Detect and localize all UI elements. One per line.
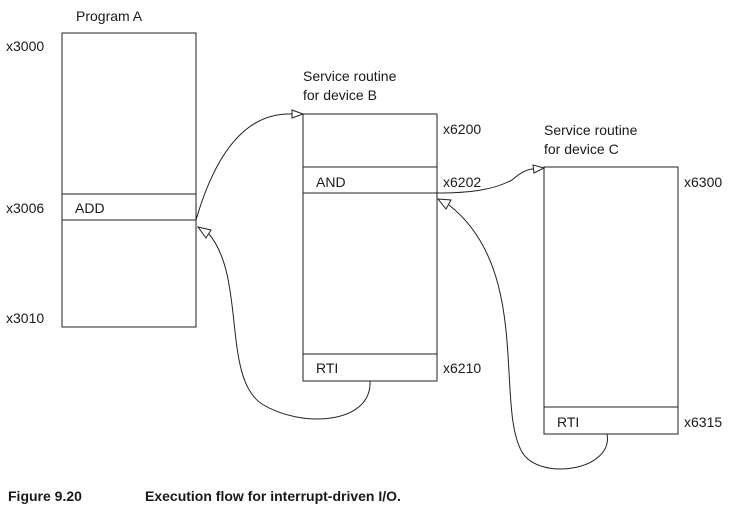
routine-b-instr: AND — [316, 174, 346, 190]
routine-c-addr-rti: x6315 — [684, 414, 722, 430]
routine-c-title-2: for device C — [544, 141, 619, 157]
routine-b-block: Service routine for device B AND RTI x62… — [302, 68, 481, 382]
program-a-addr-start: x3000 — [6, 38, 44, 54]
program-a-title: Program A — [76, 8, 143, 24]
routine-b-title-1: Service routine — [303, 68, 397, 84]
routine-b-rti: RTI — [316, 360, 338, 376]
routine-c-block: Service routine for device C RTI x6300 x… — [543, 122, 722, 435]
routine-c-addr-start: x6300 — [684, 174, 722, 190]
flow-arrows — [195, 109, 608, 470]
routine-b-addr-instr: x6202 — [443, 174, 481, 190]
routine-b-box — [302, 113, 438, 382]
arrow-c-return — [448, 204, 608, 470]
routine-c-box — [543, 166, 679, 435]
arrow-c-return-head — [436, 198, 452, 210]
program-a-addr-instr: x3006 — [6, 200, 44, 216]
arrow-b-return — [208, 233, 371, 420]
program-a-box — [61, 32, 197, 328]
program-a-block: Program A ADD x3000 x3006 x3010 — [6, 8, 197, 328]
arrow-b-return-head — [196, 226, 212, 239]
program-a-addr-end: x3010 — [6, 310, 44, 326]
figure-caption: Figure 9.20 Execution flow for interrupt… — [8, 488, 401, 504]
program-a-instr: ADD — [75, 200, 105, 216]
routine-c-rti: RTI — [557, 414, 579, 430]
arrow-b-to-c-head — [532, 164, 546, 174]
arrow-b-to-c — [436, 168, 534, 194]
arrow-a-to-b-head — [291, 109, 305, 119]
caption-text: Execution flow for interrupt-driven I/O. — [145, 488, 401, 504]
caption-number: Figure 9.20 — [8, 488, 82, 504]
arrow-a-to-b — [195, 113, 293, 221]
routine-b-addr-rti: x6210 — [443, 360, 481, 376]
routine-b-addr-start: x6200 — [443, 121, 481, 137]
routine-b-title-2: for device B — [303, 87, 377, 103]
routine-c-title-1: Service routine — [544, 122, 638, 138]
